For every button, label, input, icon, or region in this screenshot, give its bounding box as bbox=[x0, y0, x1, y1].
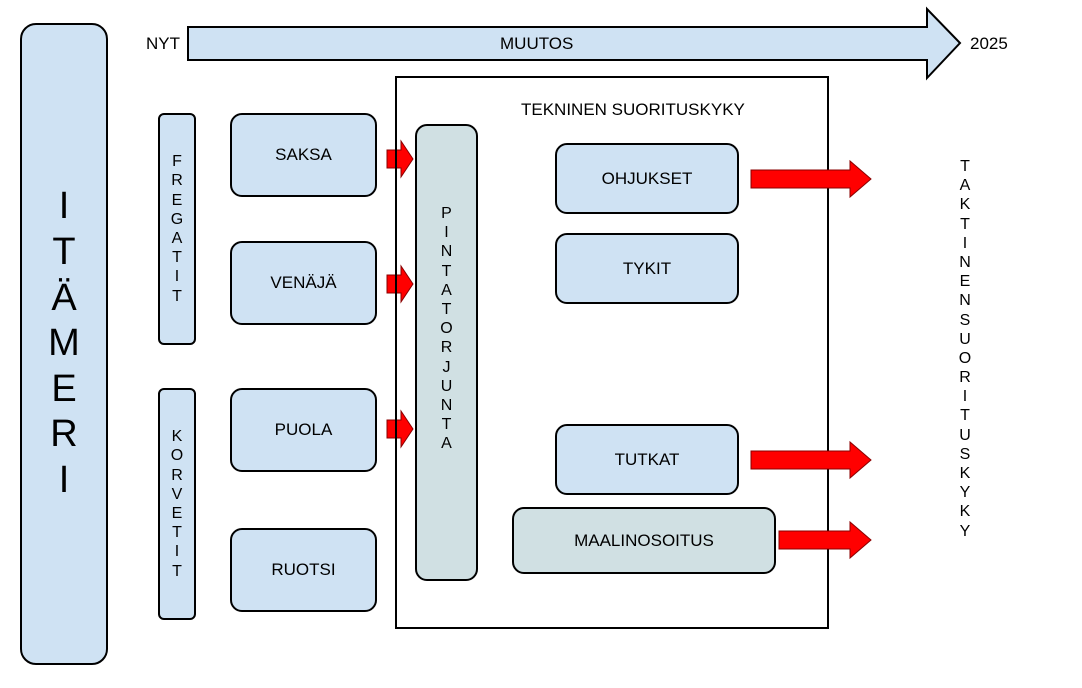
arrow-saksa bbox=[386, 139, 414, 179]
group-fregatit-label-letter: I bbox=[174, 268, 180, 286]
pintatorjunta-label-letter: T bbox=[441, 300, 452, 318]
group-korvetit-label-letter: O bbox=[170, 447, 184, 465]
group-fregatit-label-letter: A bbox=[171, 230, 183, 247]
arrow-maalinosoitus bbox=[778, 520, 872, 560]
capability-tutkat-label: TUTKAT bbox=[614, 449, 680, 469]
pintatorjunta-label-letter: N bbox=[440, 243, 453, 261]
country-saksa-label: SAKSA bbox=[275, 145, 332, 164]
pintatorjunta-label-letter: R bbox=[440, 339, 453, 357]
pintatorjunta-label-letter: O bbox=[440, 320, 453, 338]
group-korvetit-label-letter: V bbox=[171, 485, 183, 503]
result-label-letter: K bbox=[959, 503, 971, 521]
pintatorjunta-label-letter: A bbox=[441, 281, 452, 299]
country-ruotsi-label: RUOTSI bbox=[271, 560, 336, 579]
arrow-ohjukset bbox=[750, 159, 872, 199]
result-label-letter: T bbox=[960, 215, 970, 233]
country-puola-label: PUOLA bbox=[274, 420, 333, 439]
result-label-letter: I bbox=[962, 388, 968, 406]
result-label-letter: S bbox=[959, 445, 971, 463]
pintatorjunta-label-letter: U bbox=[440, 377, 453, 395]
frame-title: TEKNINEN SUORITUSKYKY bbox=[521, 100, 745, 119]
itameri-label-letter: M bbox=[48, 322, 80, 365]
group-fregatit-label-letter: F bbox=[172, 153, 182, 171]
result-label-letter: T bbox=[960, 158, 970, 175]
result-label-letter: Y bbox=[959, 522, 971, 540]
itameri-label-letter: Ä bbox=[51, 276, 77, 319]
country-venaja: VENÄJÄ bbox=[230, 241, 377, 325]
result-label-letter: U bbox=[959, 330, 971, 348]
pintatorjunta-label-letter: J bbox=[442, 358, 451, 376]
arrow-puola bbox=[386, 409, 414, 449]
group-korvetit-label-letter: E bbox=[171, 505, 183, 522]
group-fregatit-label-letter: T bbox=[172, 287, 182, 305]
pintatorjunta-label-letter: N bbox=[440, 396, 453, 414]
result-label-letter: U bbox=[959, 426, 971, 444]
group-fregatit-label-letter: G bbox=[170, 210, 184, 228]
group-korvetit-label-letter: T bbox=[172, 562, 182, 580]
result-label-letter: A bbox=[959, 177, 971, 195]
pintatorjunta-label-letter: P bbox=[441, 205, 452, 222]
itameri-label-letter: T bbox=[52, 231, 76, 274]
result-label-letter: O bbox=[958, 349, 972, 367]
result-label-letter: E bbox=[959, 273, 971, 291]
group-korvetit-label-letter: K bbox=[171, 428, 183, 446]
result-label-letter: N bbox=[959, 292, 971, 310]
capability-maalinosoitus: MAALINOSOITUS bbox=[512, 507, 776, 574]
group-korvetit-label-letter: T bbox=[172, 524, 182, 542]
itameri-label-letter: R bbox=[50, 413, 78, 456]
country-puola: PUOLA bbox=[230, 388, 377, 472]
group-fregatit-label-letter: T bbox=[172, 249, 182, 267]
tekninen-frame bbox=[395, 76, 829, 629]
capability-tutkat: TUTKAT bbox=[555, 424, 739, 495]
itameri-label-letter: I bbox=[58, 458, 70, 501]
timeline-end-label: 2025 bbox=[970, 34, 1008, 53]
pintatorjunta-label-letter: T bbox=[441, 262, 452, 280]
timeline-arrow bbox=[187, 6, 962, 81]
capability-ohjukset-label: OHJUKSET bbox=[601, 168, 693, 188]
capability-ohjukset: OHJUKSET bbox=[555, 143, 739, 214]
pintatorjunta-label-letter: A bbox=[441, 435, 452, 453]
capability-tykit: TYKIT bbox=[555, 233, 739, 304]
group-korvetit-label-letter: I bbox=[174, 543, 180, 561]
group-korvetit-label-letter: R bbox=[171, 466, 183, 484]
result-label-letter: R bbox=[959, 369, 971, 387]
pintatorjunta-label-letter: T bbox=[441, 416, 452, 434]
arrow-tutkat bbox=[750, 440, 872, 480]
itameri-label-letter: E bbox=[51, 367, 77, 410]
itameri-label-letter: I bbox=[58, 185, 70, 228]
result-label-letter: S bbox=[959, 311, 971, 329]
arrow-venaja bbox=[386, 264, 414, 304]
result-label-letter: N bbox=[959, 253, 971, 271]
capability-tykit-label: TYKIT bbox=[622, 258, 672, 278]
capability-maalinosoitus-label: MAALINOSOITUS bbox=[574, 530, 714, 550]
timeline-label: MUUTOS bbox=[500, 34, 574, 53]
result-label-letter: Y bbox=[959, 484, 971, 502]
country-ruotsi: RUOTSI bbox=[230, 528, 377, 612]
group-fregatit-label-letter: E bbox=[171, 191, 183, 209]
timeline-start-label: NYT bbox=[146, 34, 180, 53]
group-fregatit-label-letter: R bbox=[171, 172, 183, 190]
result-label-letter: I bbox=[962, 234, 968, 252]
country-saksa: SAKSA bbox=[230, 113, 377, 197]
result-label-letter: K bbox=[959, 465, 971, 482]
pintatorjunta-label-letter: I bbox=[444, 224, 449, 242]
country-venaja-label: VENÄJÄ bbox=[270, 273, 337, 292]
result-label-letter: K bbox=[959, 196, 971, 214]
result-label-letter: T bbox=[960, 407, 970, 425]
